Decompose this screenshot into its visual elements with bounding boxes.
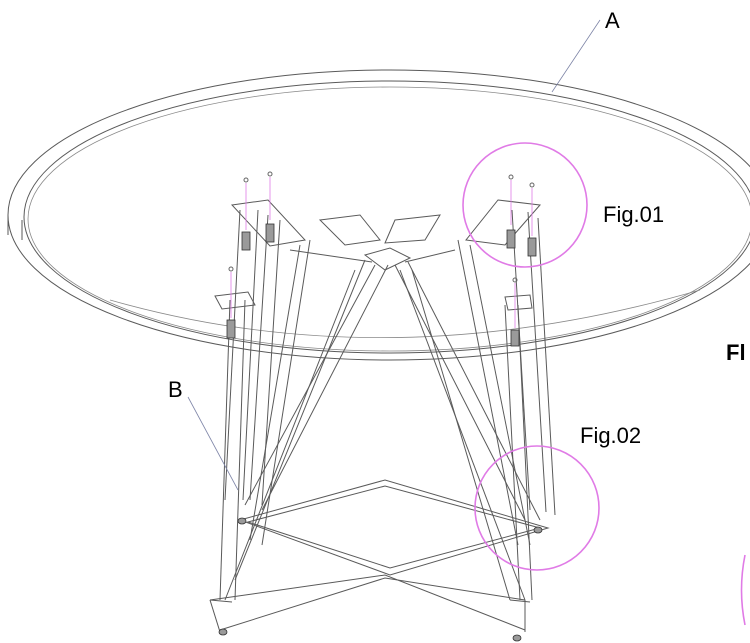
bolt-icon [241,177,251,251]
bolt-icon [226,266,236,339]
leader-b [187,396,239,491]
callout-circle-fig01 [462,142,588,268]
label-part-b: B [168,377,183,402]
label-fig-02: Fig.02 [580,423,641,448]
table-top [7,69,750,361]
bolt-icon [527,182,537,257]
label-part-a: A [605,8,620,33]
label-edge-fragment: Fl [726,340,746,365]
bolt-set [218,171,543,642]
foot-icon [237,517,247,525]
bolt-icon [510,277,520,347]
bolt-icon [506,174,516,249]
base-frame [209,199,556,633]
foot-icon [218,628,228,636]
foot-icon [512,634,522,642]
callout-circle-fig02 [474,445,600,571]
bolt-icon [265,171,275,243]
leader-a [551,19,601,93]
foot-icon [533,526,543,534]
label-fig-01: Fig.01 [603,202,664,227]
callout-arc-edge [740,554,746,626]
